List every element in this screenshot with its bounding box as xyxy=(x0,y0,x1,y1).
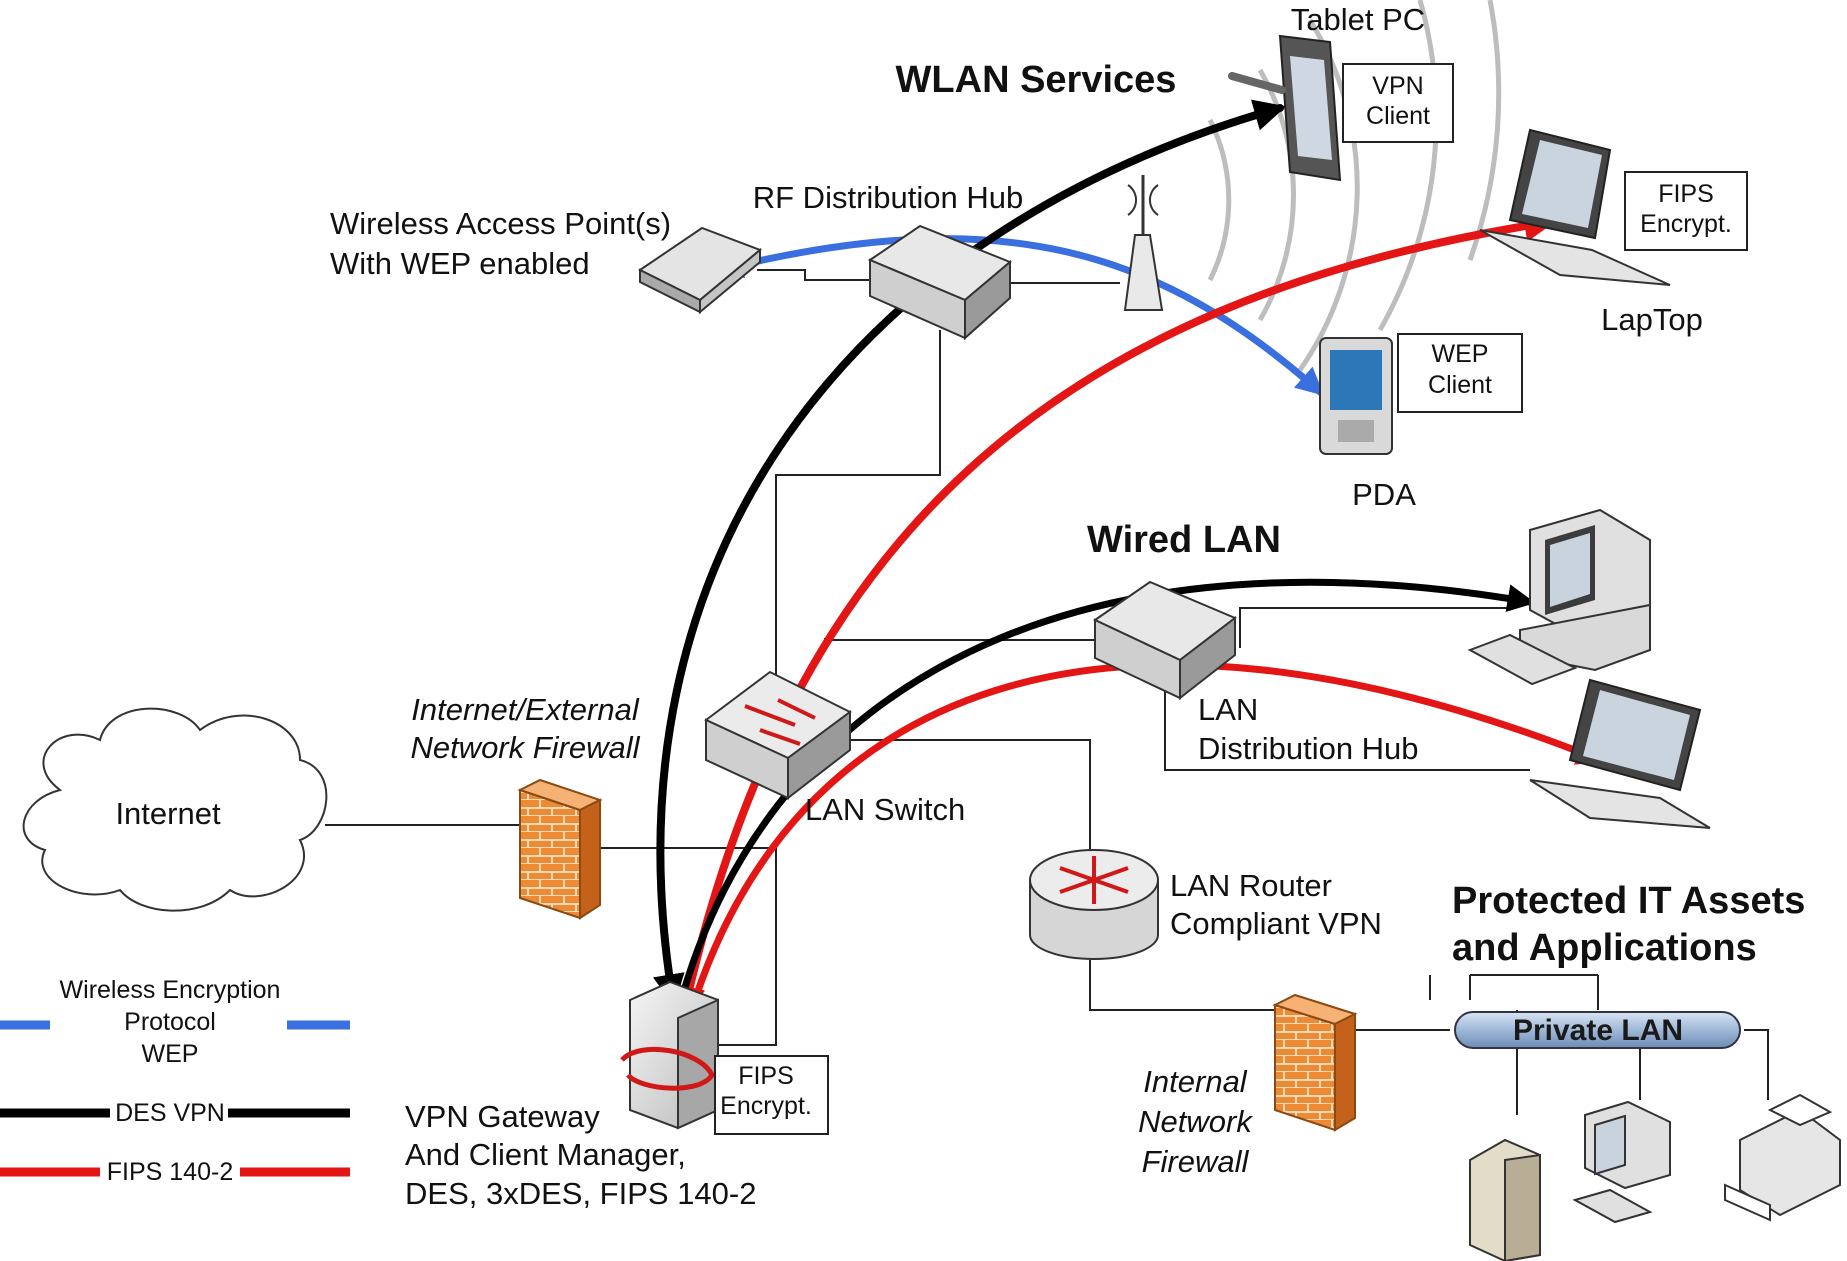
legend-des-label: DES VPN xyxy=(115,1099,225,1127)
access-point-icon xyxy=(638,226,762,315)
tablet-badge-line-2: Client xyxy=(1366,102,1430,130)
protected-assets-title-line-2: and Applications xyxy=(1452,927,1757,969)
tablet-badge-line-1: VPN xyxy=(1372,72,1423,100)
laptop-icon xyxy=(1479,128,1671,286)
legend-fips-label: FIPS 140-2 xyxy=(107,1158,233,1186)
vpn-gateway-label-line-1: VPN Gateway xyxy=(405,1099,600,1134)
legend: Wireless Encryption Protocol WEP DES VPN… xyxy=(0,976,350,1186)
printer-icon xyxy=(1724,1093,1841,1222)
vpn-gateway-label-line-2: And Client Manager, xyxy=(405,1137,686,1172)
antenna-icon xyxy=(1123,175,1164,311)
lan-hub-label-line-2: Distribution Hub xyxy=(1198,731,1419,766)
rf-hub-label: RF Distribution Hub xyxy=(753,180,1023,215)
external-firewall-label-line-2: Network Firewall xyxy=(410,730,640,765)
rf-hub-icon xyxy=(867,224,1012,341)
laptop-badge-line-2: Encrypt. xyxy=(1640,210,1732,238)
wlan-services-title: WLAN Services xyxy=(896,59,1177,101)
legend-wep-line-2: Protocol xyxy=(124,1008,216,1036)
pda-badge-line-2: Client xyxy=(1428,371,1492,399)
laptop-badge: FIPS Encrypt. xyxy=(1624,171,1748,251)
pda-badge-line-1: WEP xyxy=(1432,340,1489,368)
internet-cloud-icon xyxy=(22,707,328,912)
tablet-badge: VPN Client xyxy=(1342,63,1454,143)
vpn-gateway-label-line-3: DES, 3xDES, FIPS 140-2 xyxy=(405,1176,756,1211)
internal-firewall-label-line-2: Network xyxy=(1138,1104,1253,1139)
access-point-label-line-2: With WEP enabled xyxy=(330,246,590,281)
desktop-computer-icon xyxy=(1467,508,1651,686)
pda-icon xyxy=(1319,337,1393,455)
lan-router-icon xyxy=(1029,849,1159,960)
access-point-label-line-1: Wireless Access Point(s) xyxy=(330,206,671,241)
external-firewall-label-line-1: Internet/External xyxy=(411,692,640,727)
laptop-badge-line-1: FIPS xyxy=(1658,180,1714,208)
wired-lan-title: Wired LAN xyxy=(1087,519,1281,561)
internal-firewall-icon xyxy=(1272,993,1358,1132)
laptop-label: LapTop xyxy=(1601,302,1703,337)
legend-wep-line-1: Wireless Encryption xyxy=(60,976,281,1004)
internal-firewall-label-line-1: Internal xyxy=(1143,1064,1248,1099)
internal-firewall-label-line-3: Firewall xyxy=(1142,1144,1250,1179)
external-firewall-icon xyxy=(517,778,603,920)
radio-waves xyxy=(1207,0,1502,372)
workstation-icon xyxy=(1572,1100,1671,1224)
vpn-gateway-badge: FIPS Encrypt. xyxy=(714,1055,829,1135)
legend-wep-line-3: WEP xyxy=(142,1040,199,1068)
vpn-gateway-icon xyxy=(620,980,719,1130)
tablet-pc-icon xyxy=(1228,34,1342,182)
lan-router-label-line-2: Compliant VPN xyxy=(1170,906,1382,941)
flow-arrows xyxy=(653,99,1606,1021)
vpn-gateway-badge-line-1: FIPS xyxy=(738,1062,794,1090)
lan-switch-icon xyxy=(704,670,852,801)
pda-label: PDA xyxy=(1352,477,1416,512)
private-lan-label: Private LAN xyxy=(1513,1014,1683,1047)
tablet-pc-label: Tablet PC xyxy=(1291,2,1425,37)
pda-badge: WEP Client xyxy=(1397,333,1523,413)
internet-label: Internet xyxy=(115,796,221,831)
wired-laptop-icon xyxy=(1529,678,1711,829)
lan-switch-label: LAN Switch xyxy=(805,792,965,827)
fips-flow-arrow-wired xyxy=(683,661,1606,1021)
lan-hub-label-line-1: LAN xyxy=(1198,692,1258,727)
protected-assets-title-line-1: Protected IT Assets xyxy=(1452,880,1805,922)
vpn-gateway-badge-line-2: Encrypt. xyxy=(720,1092,812,1120)
lan-hub-icon xyxy=(1093,580,1237,701)
private-lan-bus-icon xyxy=(1454,1011,1741,1049)
wep-flow-arrow xyxy=(714,235,1325,396)
lan-router-label-line-1: LAN Router xyxy=(1170,868,1332,903)
server-icon xyxy=(1469,1138,1541,1261)
